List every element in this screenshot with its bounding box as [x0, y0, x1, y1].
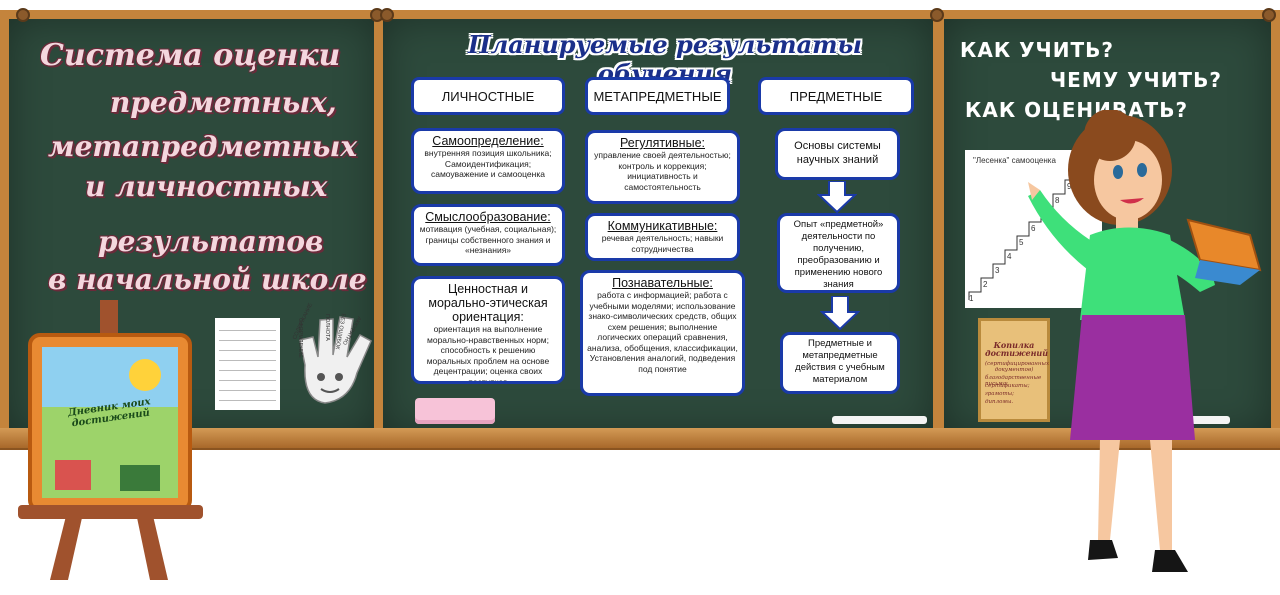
header-subject: ПРЕДМЕТНЫЕ	[758, 77, 914, 115]
piggy-item-1: благодарственные письма;	[985, 375, 1042, 387]
meta-box-1-title: Регулятивные:	[620, 136, 705, 150]
subject-box-1: Основы системы научных знаний	[775, 128, 900, 180]
piggy-item-4: дипломы.	[985, 399, 1014, 405]
subject-box-2-text: Опыт «предметной» деятельности по получе…	[793, 219, 884, 290]
evaluation-sheet-image	[215, 318, 280, 410]
chalk-piece	[832, 416, 927, 424]
hand-word-2: ОФОРМЛЕНИЕ	[297, 318, 303, 358]
subject-box-3: Предметные и метапредметные действия с у…	[780, 332, 900, 394]
meta-box-1: Регулятивные: управление своей деятельно…	[585, 130, 740, 204]
left-title-line-4: и личностных	[85, 170, 328, 203]
achievements-poster: Копилка достижений (сертифицированных до…	[978, 318, 1050, 422]
meta-box-1-text: управление своей деятельностью; контроль…	[594, 150, 731, 192]
easel-icon	[18, 300, 203, 580]
personal-box-1-text: внутренняя позиция школьника; Самоиденти…	[424, 148, 552, 179]
pin-icon	[380, 8, 394, 22]
left-title-line-2: предметных,	[110, 86, 337, 119]
ladder-number: 8	[1055, 196, 1060, 205]
ladder-number: 2	[983, 280, 988, 289]
piggy-title: Копилка достижений	[985, 340, 1049, 358]
ladder-number: 5	[1019, 238, 1024, 247]
ladder-steps-icon	[968, 165, 1089, 300]
chalk-tray	[0, 428, 1280, 450]
right-line-1: КАК УЧИТЬ?	[960, 38, 1114, 62]
ladder-number: 1	[969, 294, 974, 303]
personal-box-3-title: Ценностная и морально-этическая ориентац…	[428, 282, 548, 324]
personal-box-1: Самоопределение: внутренняя позиция школ…	[411, 128, 565, 194]
meta-box-2-text: речевая деятельность; навыки сотрудничес…	[601, 233, 724, 254]
right-line-3: КАК ОЦЕНИВАТЬ?	[965, 98, 1189, 122]
ladder-number: 4	[1007, 252, 1012, 261]
middle-title: Планируемые результаты обучения	[468, 30, 862, 88]
chalk-piece	[1160, 416, 1230, 424]
pin-icon	[16, 8, 30, 22]
subject-box-2: Опыт «предметной» деятельности по получе…	[777, 213, 900, 293]
personal-box-3-text: ориентация на выполнение морально-нравст…	[426, 324, 550, 384]
personal-box-2: Смыслообразование: мотивация (учебная, с…	[411, 204, 565, 266]
meta-box-2-title: Коммуникативные:	[607, 219, 718, 233]
left-title-line-3: метапредметных	[48, 130, 358, 163]
piggy-subtitle: (сертифицированных документов)	[985, 361, 1050, 373]
down-arrow-icon	[820, 296, 860, 330]
left-title-line-5: результатов	[98, 225, 324, 258]
piggy-item-3: грамоты;	[985, 391, 1014, 397]
left-title-line-6: в начальной школе	[48, 263, 367, 296]
left-title-line-1: Система оценки	[40, 38, 341, 73]
ladder-number: 9	[1067, 182, 1072, 191]
subject-box-3-text: Предметные и метапредметные действия с у…	[795, 338, 885, 385]
hand-word-3: ПОЛНОТА	[324, 314, 330, 341]
teacher-illustration	[1028, 110, 1262, 572]
hand-icon	[299, 316, 372, 404]
ladder-number: 6	[1031, 224, 1036, 233]
header-personal: ЛИЧНОСТНЫЕ	[411, 77, 565, 115]
meta-box-3: Познавательные: работа с информацией; ра…	[580, 270, 745, 396]
meta-box-3-text: работа с информацией; работа с учебными …	[587, 290, 738, 374]
pin-icon	[1262, 8, 1276, 22]
personal-box-3: Ценностная и морально-этическая ориентац…	[411, 276, 565, 384]
ladder-number: 3	[995, 266, 1000, 275]
subject-box-1-text: Основы системы научных знаний	[794, 140, 881, 166]
personal-box-2-title: Смыслообразование:	[425, 210, 551, 224]
meta-box-2: Коммуникативные: речевая деятельность; н…	[585, 213, 740, 261]
piggy-item-2: сертификаты;	[985, 383, 1030, 389]
personal-box-2-text: мотивация (учебная, социальная); границы…	[419, 224, 557, 255]
personal-box-1-title: Самоопределение:	[432, 134, 544, 148]
down-arrow-icon	[817, 181, 857, 213]
pin-icon	[930, 8, 944, 22]
ladder-title: "Лесенка" самооценка	[973, 156, 1056, 165]
meta-box-3-title: Познавательные:	[612, 276, 713, 290]
header-meta: МЕТАПРЕДМЕТНЫЕ	[585, 77, 730, 115]
eraser	[415, 398, 495, 424]
right-line-2: ЧЕМУ УЧИТЬ?	[1050, 68, 1222, 92]
